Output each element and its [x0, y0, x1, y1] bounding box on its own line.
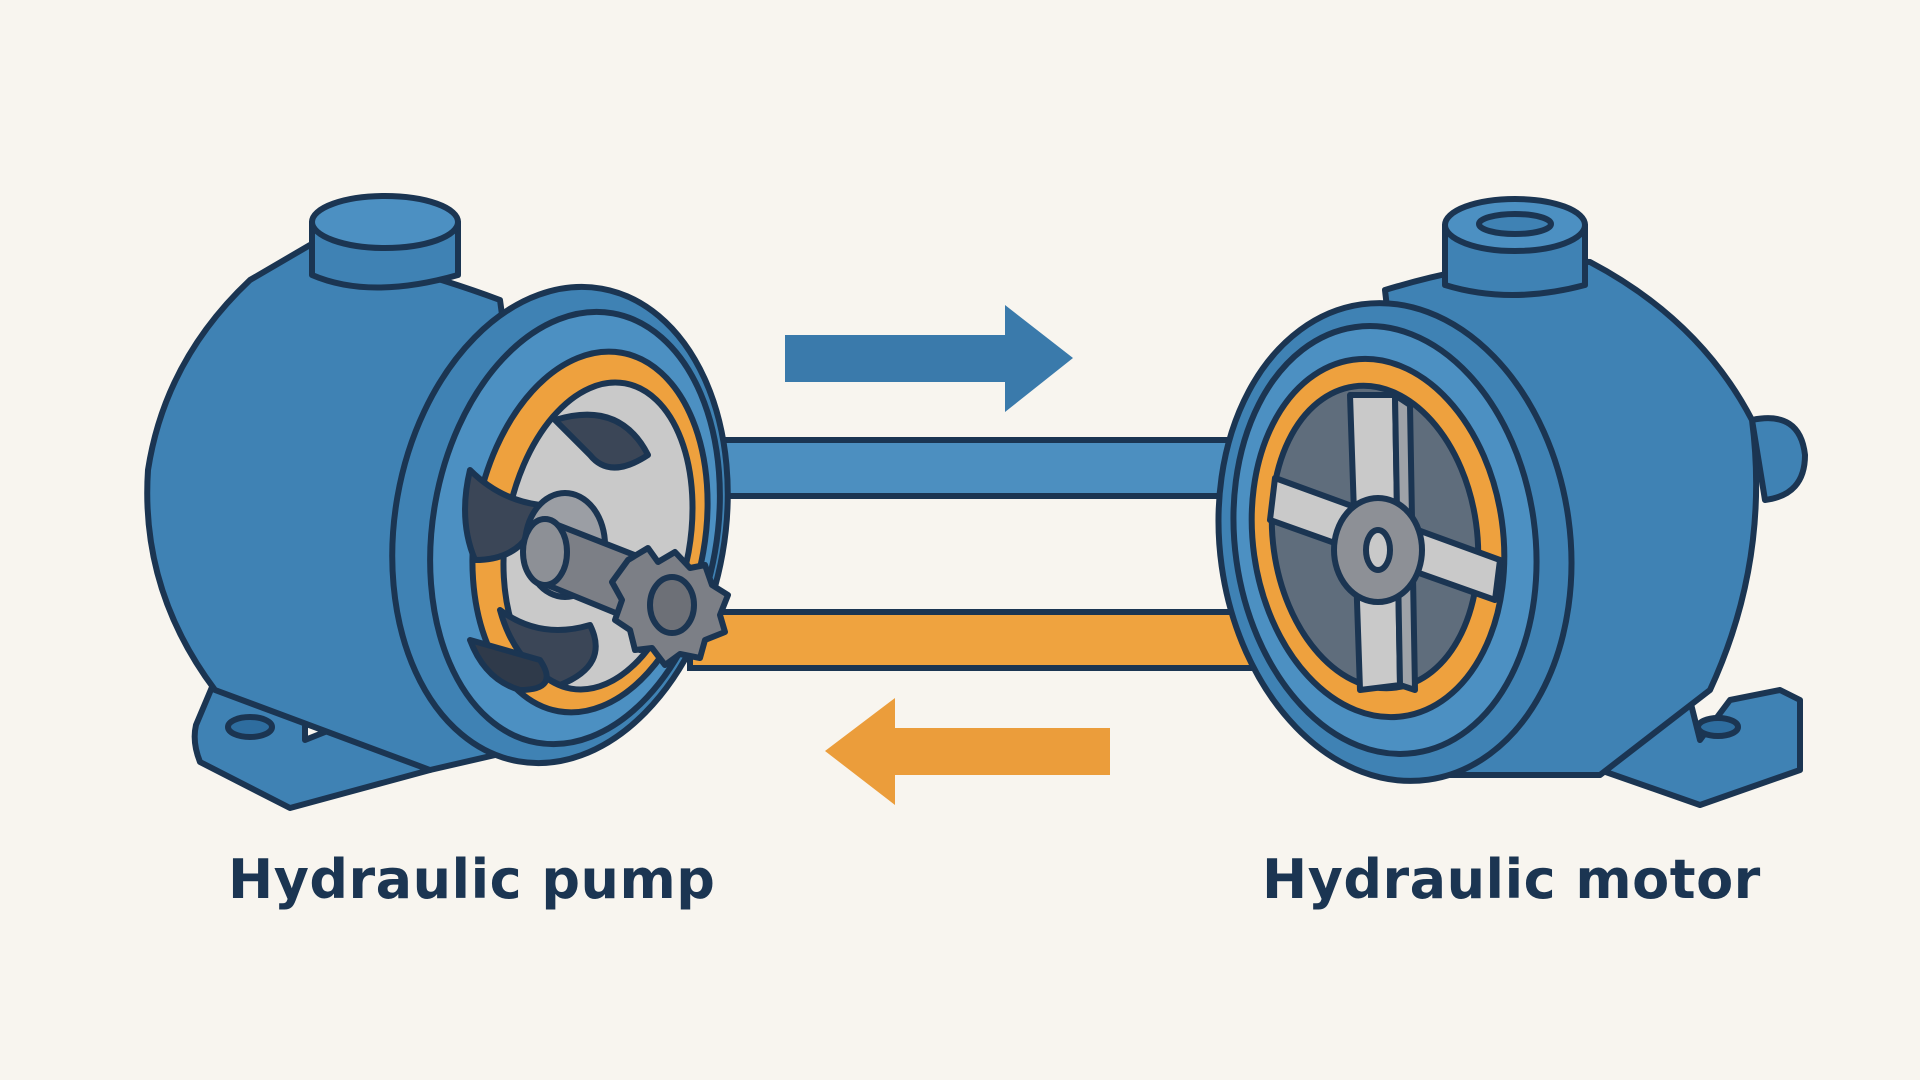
- supply-line: [687, 437, 1253, 499]
- arrow-right-icon: [785, 305, 1073, 412]
- hydraulic-motor-icon: [1215, 196, 1808, 808]
- motor-label: Hydraulic motor: [1262, 848, 1761, 911]
- arrow-left-icon: [825, 698, 1110, 805]
- pump-label: Hydraulic pump: [228, 848, 716, 911]
- return-line: [687, 609, 1273, 671]
- hydraulic-pump-icon: [144, 193, 731, 811]
